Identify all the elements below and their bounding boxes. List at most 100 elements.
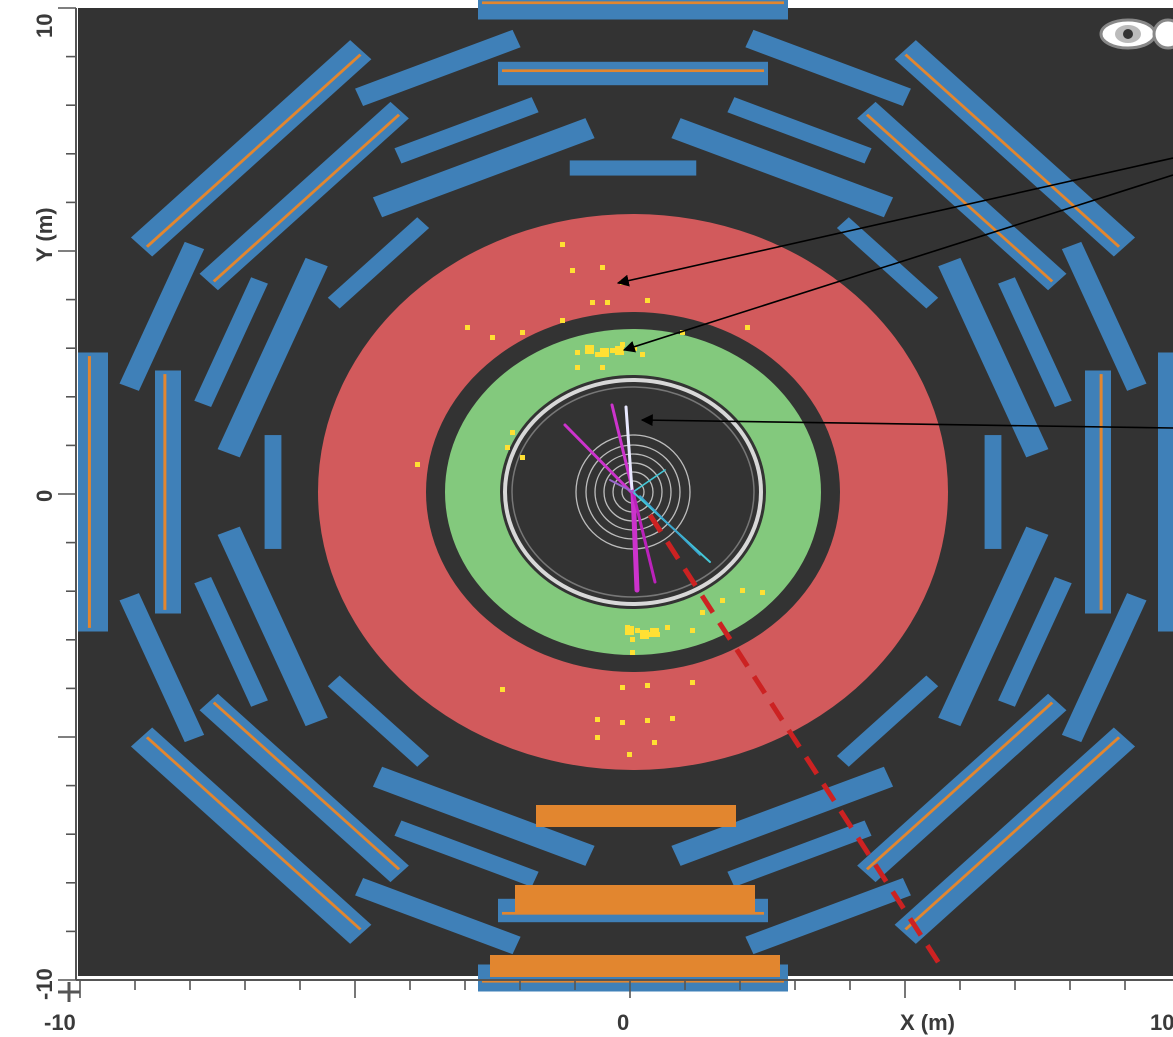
muon-chamber [355, 877, 521, 955]
muon-chamber [727, 97, 872, 164]
energy-deposit [640, 630, 649, 639]
energy-deposit [690, 628, 695, 633]
y-axis-ticks [58, 7, 76, 981]
x-axis-min-label: -10 [44, 1010, 76, 1035]
energy-deposit [690, 680, 695, 685]
muon-chamber [998, 277, 1072, 408]
energy-deposit [650, 628, 659, 637]
muon-chamber [1061, 593, 1147, 743]
y-axis-mid-label: 0 [32, 490, 57, 502]
energy-deposit [595, 717, 600, 722]
energy-deposit [595, 352, 600, 357]
muon-chamber [194, 277, 268, 408]
track-white [624, 405, 634, 492]
muon-chamber [1085, 370, 1111, 614]
muon-chamber [857, 693, 1067, 883]
muon-chamber [217, 257, 328, 458]
energy-deposit [605, 300, 610, 305]
energy-deposit [615, 346, 624, 355]
energy-deposit [630, 650, 635, 655]
energy-deposit [625, 626, 634, 635]
muon-track [647, 513, 943, 967]
energy-deposit [510, 430, 515, 435]
y-axis-max-label: 10 [32, 14, 57, 38]
muon-chamber [478, 0, 788, 20]
muon-chamber [372, 118, 595, 218]
muon-chamber [836, 217, 939, 309]
y-axis-min-label: -10 [32, 968, 57, 1000]
muon-chamber [394, 97, 539, 164]
energy-deposit [415, 462, 420, 467]
muon-chamber [130, 40, 372, 257]
arrow-tracks [640, 414, 1173, 429]
muon-chamber [217, 526, 328, 727]
muon-chamber [727, 820, 872, 887]
support-structure [490, 955, 780, 977]
x-axis-ticks [79, 980, 1126, 998]
track-magenta-down [630, 489, 640, 593]
muon-chamber [894, 40, 1136, 257]
muon-chamber [1061, 241, 1147, 391]
energy-deposit [500, 687, 505, 692]
x-axis-title: X (m) [900, 1010, 955, 1035]
muon-chamber [327, 675, 430, 767]
arrow-em [622, 174, 1173, 353]
energy-deposit [465, 325, 470, 330]
y-axis-title: Y (m) [32, 207, 57, 262]
event-display-logo-icon [1099, 18, 1173, 50]
energy-deposit [620, 720, 625, 725]
muon-chamber [857, 101, 1067, 291]
muon-chamber [745, 877, 911, 955]
muon-chamber [199, 693, 409, 883]
energy-deposit [620, 342, 625, 347]
track-cyan-2 [639, 495, 701, 556]
muon-chamber [78, 352, 108, 632]
energy-deposit [600, 348, 609, 357]
solenoid-ring-inner [511, 386, 755, 598]
energy-deposit [575, 365, 580, 370]
energy-deposit [520, 330, 525, 335]
muon-chamber [119, 241, 205, 391]
muon-chamber [894, 727, 1136, 944]
energy-deposit [560, 318, 565, 323]
muon-chamber [671, 118, 894, 218]
arrow-hadronic [616, 157, 1173, 287]
support-structure [515, 885, 755, 913]
muon-chamber [836, 675, 939, 767]
muon-chamber [199, 101, 409, 291]
energy-deposit [600, 265, 605, 270]
energy-deposit [490, 335, 495, 340]
energy-deposit [570, 268, 575, 273]
muon-chamber [394, 820, 539, 887]
energy-deposit [575, 350, 580, 355]
energy-deposit [720, 598, 725, 603]
muon-chamber [671, 766, 894, 866]
energy-deposit [700, 610, 705, 615]
muon-chamber [372, 766, 595, 866]
energy-deposit [760, 590, 765, 595]
muon-chamber [194, 576, 268, 707]
muon-chamber [264, 435, 282, 549]
x-axis-max-label: 10 [1150, 1010, 1173, 1035]
muon-chamber [119, 593, 205, 743]
muon-spectrometer [78, 0, 1173, 992]
energy-deposit [610, 348, 615, 353]
support-structure [536, 805, 736, 827]
energy-deposit [630, 637, 635, 642]
muon-chamber [938, 526, 1049, 727]
energy-deposit [652, 740, 657, 745]
x-axis-mid-label: 0 [617, 1010, 629, 1035]
muon-chamber [938, 257, 1049, 458]
energy-deposit [645, 683, 650, 688]
muon-chamber [155, 370, 181, 614]
energy-deposit [600, 365, 605, 370]
energy-deposit [585, 345, 594, 354]
energy-deposit [680, 330, 685, 335]
muon-chamber [498, 61, 768, 86]
track-cyan-3 [632, 469, 666, 493]
energy-deposit [627, 752, 632, 757]
energy-deposit [665, 625, 670, 630]
muon-chamber [130, 727, 372, 944]
energy-deposit [505, 445, 510, 450]
